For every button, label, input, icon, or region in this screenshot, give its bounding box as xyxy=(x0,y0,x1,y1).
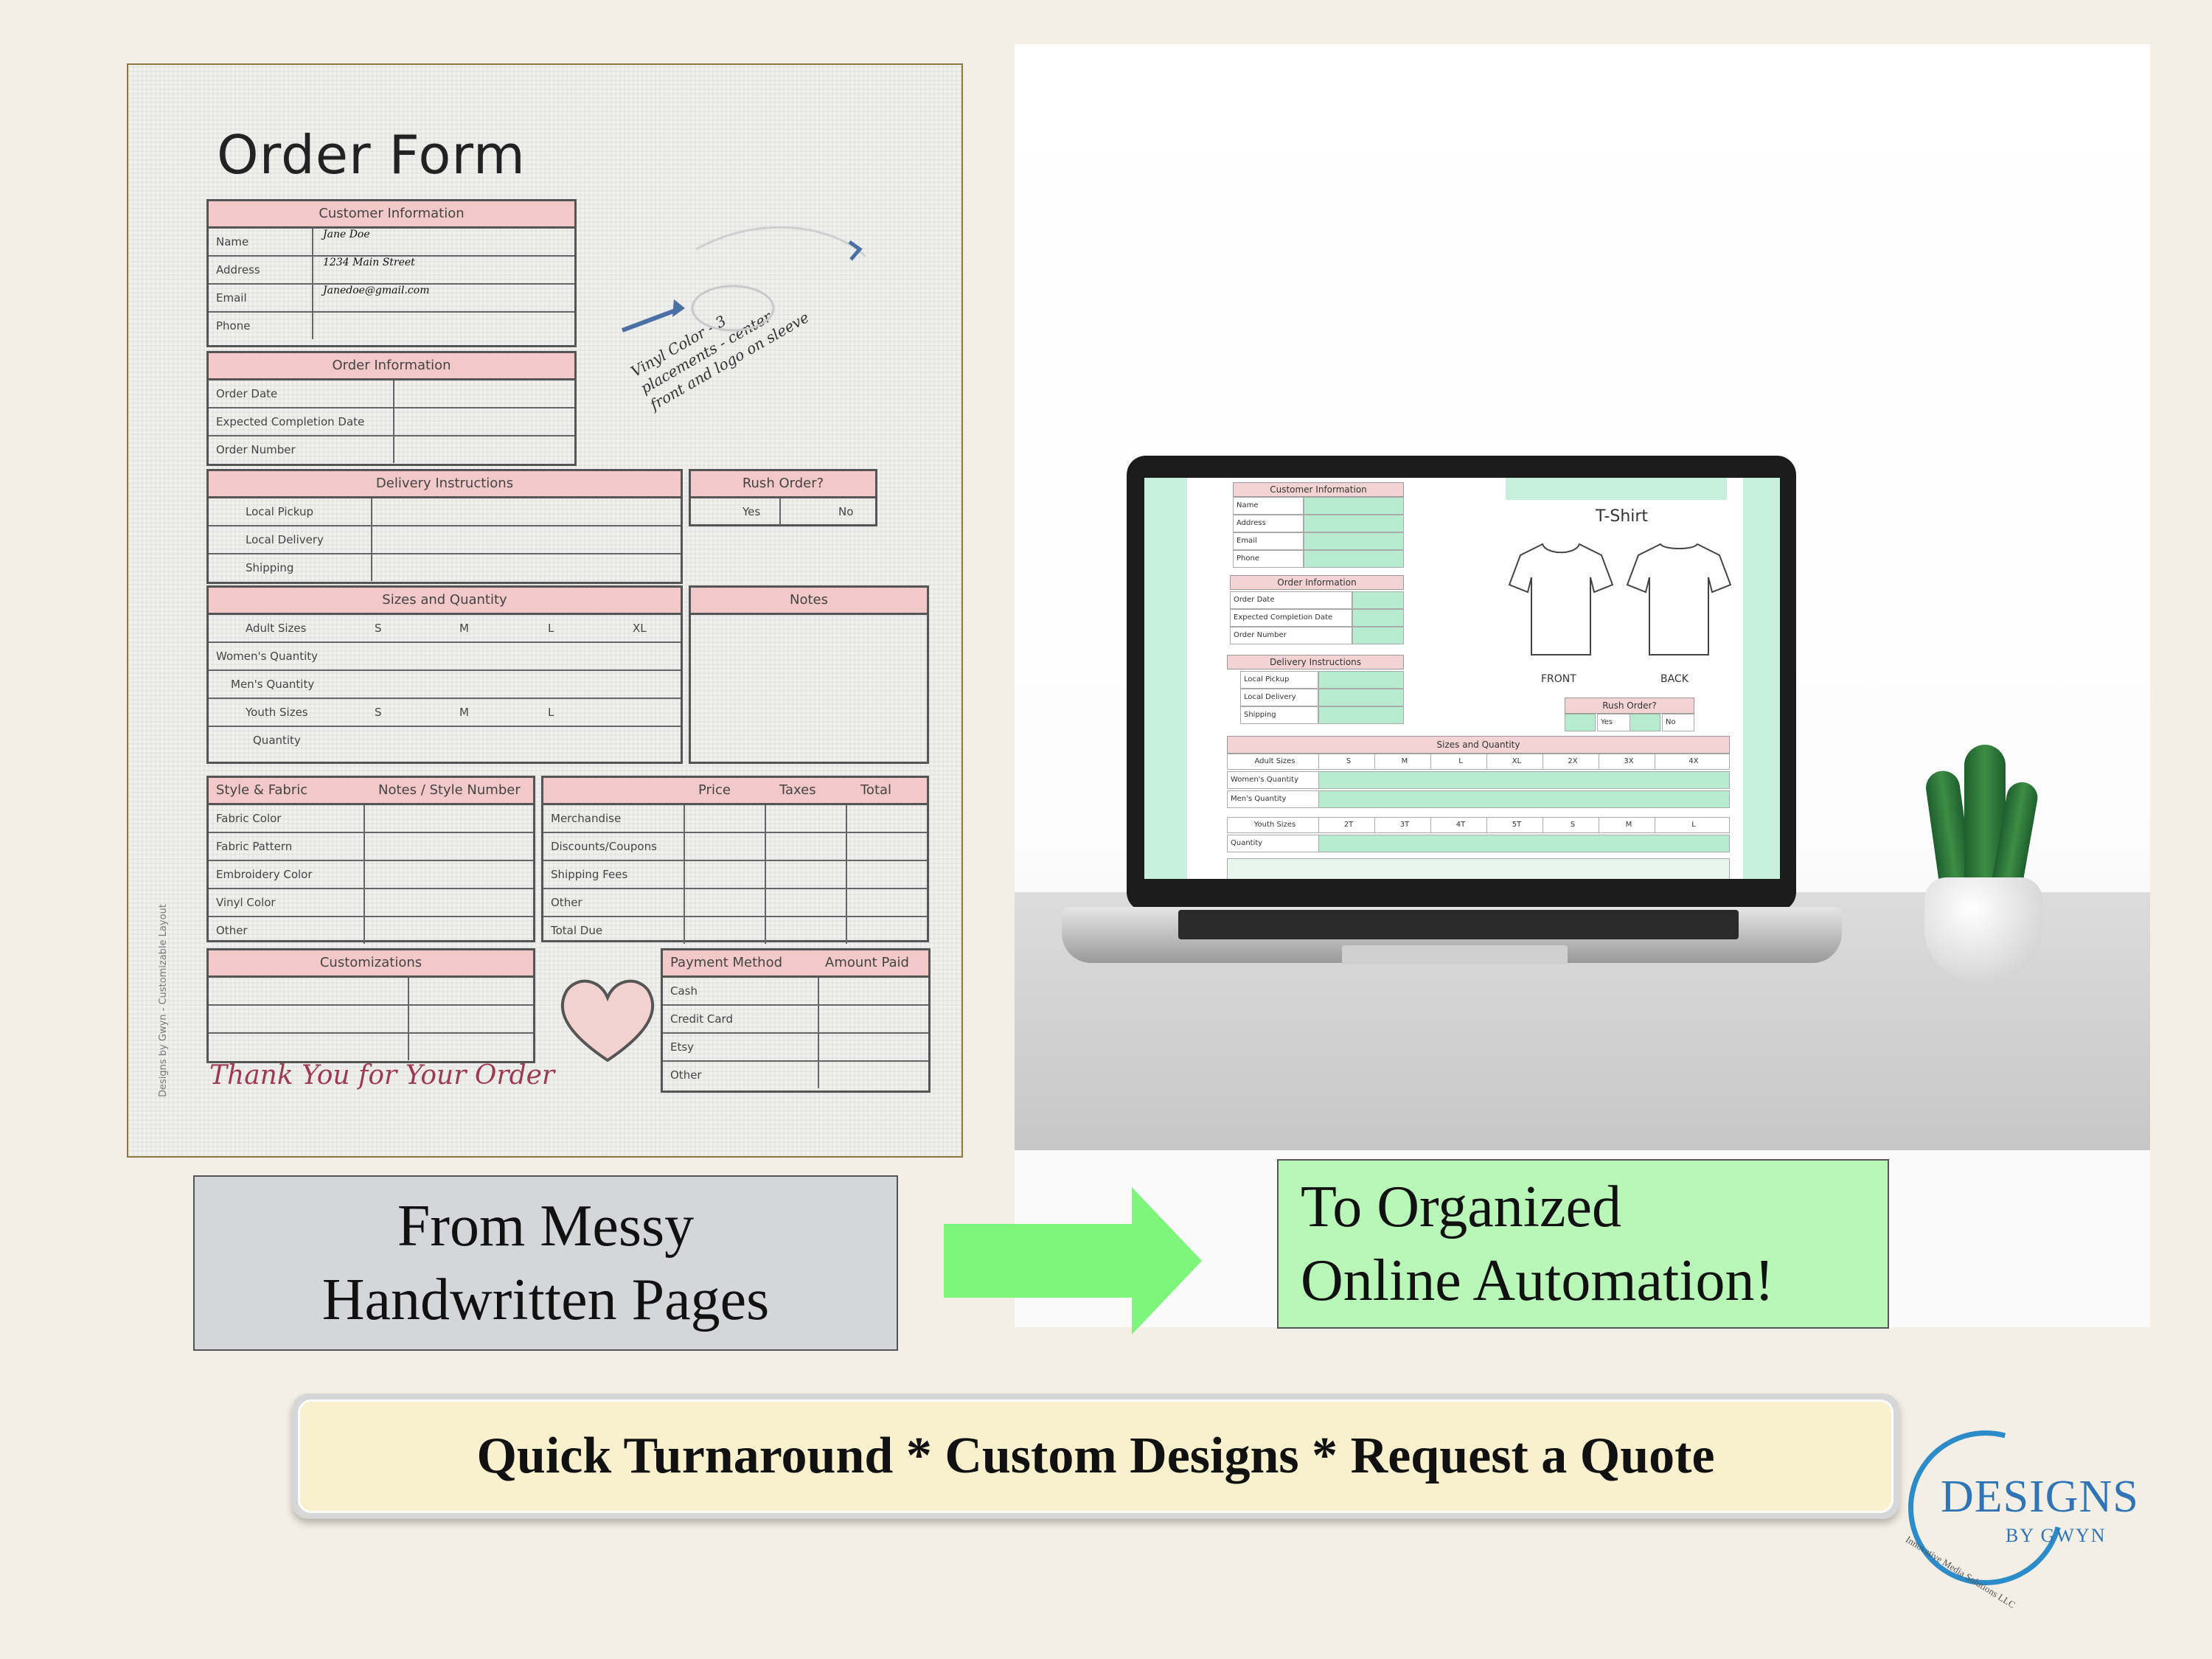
paper-footer-text: Thank You for Your Order xyxy=(209,1060,555,1091)
screen-rush-header: Rush Order? xyxy=(1565,698,1694,714)
screen-delivery-header: Delivery Instructions xyxy=(1227,655,1404,669)
paper-style-row: Fabric Color xyxy=(209,805,533,833)
paper-payment-row: Etsy xyxy=(663,1034,928,1062)
banner-text: Quick Turnaround * Custom Designs * Requ… xyxy=(298,1399,1893,1513)
paper-sizes-row: Youth Sizes S M L xyxy=(209,699,681,727)
handwritten-email: Janedoe@gmail.com xyxy=(323,285,430,296)
screen-front-label: FRONT xyxy=(1541,673,1576,685)
paper-style-row: Embroidery Color xyxy=(209,861,533,889)
paper-delivery-header: Delivery Instructions xyxy=(209,471,681,498)
heart-icon xyxy=(560,979,655,1062)
laptop-screen: Customer Information Name Address Email … xyxy=(1144,478,1780,879)
paper-sizes-row: Adult Sizes S M L XL xyxy=(209,615,681,643)
paper-customizations-section: Customizations xyxy=(206,948,535,1063)
paper-order-row: Order Date xyxy=(209,380,574,408)
screen-green-right xyxy=(1743,478,1780,879)
logo-main-text: DESIGNS xyxy=(1941,1472,2139,1522)
paper-order-row: Order Number xyxy=(209,437,574,463)
screen-green-left xyxy=(1144,478,1187,879)
paper-delivery-row: Local Delivery xyxy=(209,526,681,554)
paper-sizes-section: Sizes and Quantity Adult Sizes S M L XL … xyxy=(206,585,683,764)
paper-sizes-row: Men's Quantity xyxy=(209,671,681,699)
paper-style-row: Vinyl Color xyxy=(209,889,533,917)
paper-pricing-row: Shipping Fees xyxy=(543,861,927,889)
paper-customizations-header: Customizations xyxy=(209,950,533,978)
paper-pricing-row: Total Due xyxy=(543,917,927,944)
paper-notes-section: Notes xyxy=(689,585,929,764)
plant-pot xyxy=(1924,877,2042,981)
laptop-trackpad xyxy=(1342,945,1568,964)
caption-from-messy: From Messy Handwritten Pages xyxy=(193,1175,898,1351)
logo-sub-text: BY GWYN xyxy=(2006,1525,2107,1546)
screen-sizes-header: Sizes and Quantity xyxy=(1227,736,1730,754)
paper-order-section: Order Information Order Date Expected Co… xyxy=(206,351,577,466)
paper-form-title: Order Form xyxy=(217,124,526,186)
paper-pricing-row: Discounts/Coupons xyxy=(543,833,927,861)
paper-customer-header: Customer Information xyxy=(209,201,574,229)
paper-order-header: Order Information xyxy=(209,353,574,380)
paper-pricing-row: Merchandise xyxy=(543,805,927,833)
paper-side-text: Designs by Gwyn - Customizable Layout xyxy=(158,904,169,1097)
paper-sizes-header: Sizes and Quantity xyxy=(209,588,681,615)
screen-back-label: BACK xyxy=(1660,673,1688,685)
tshirt-front-icon xyxy=(1508,543,1614,655)
paper-customer-row: Phone xyxy=(209,313,574,339)
paper-rush-header: Rush Order? xyxy=(691,471,875,498)
paper-payment-row: Cash xyxy=(663,978,928,1006)
paper-delivery-row: Local Pickup xyxy=(209,498,681,526)
paper-sizes-row: Women's Quantity xyxy=(209,643,681,671)
tshirt-back-icon xyxy=(1626,543,1732,655)
screen-tshirt-label: T-Shirt xyxy=(1596,507,1649,526)
paper-payment-row: Other xyxy=(663,1062,928,1088)
screen-order-header: Order Information xyxy=(1230,575,1404,590)
laptop-keyboard xyxy=(1178,910,1739,939)
paper-sizes-row: Quantity xyxy=(253,734,301,747)
paper-order-row: Expected Completion Date xyxy=(209,408,574,437)
paper-style-row: Fabric Pattern xyxy=(209,833,533,861)
screen-green-top xyxy=(1506,478,1727,500)
paper-payment-row: Credit Card xyxy=(663,1006,928,1034)
paper-delivery-section: Delivery Instructions Local Pickup Local… xyxy=(206,469,683,584)
paper-style-row: Other xyxy=(209,917,533,944)
screen-customer-header: Customer Information xyxy=(1233,482,1404,497)
paper-delivery-row: Shipping xyxy=(209,554,681,581)
arrow-right-icon xyxy=(944,1187,1202,1335)
paper-pricing-row: Other xyxy=(543,889,927,917)
handwritten-address: 1234 Main Street xyxy=(323,257,415,268)
caption-to-organized: To Organized Online Automation! xyxy=(1277,1159,1889,1329)
handwritten-name: Jane Doe xyxy=(323,229,370,240)
arrow-scribble-icon xyxy=(621,226,867,333)
paper-notes-header: Notes xyxy=(691,588,927,615)
